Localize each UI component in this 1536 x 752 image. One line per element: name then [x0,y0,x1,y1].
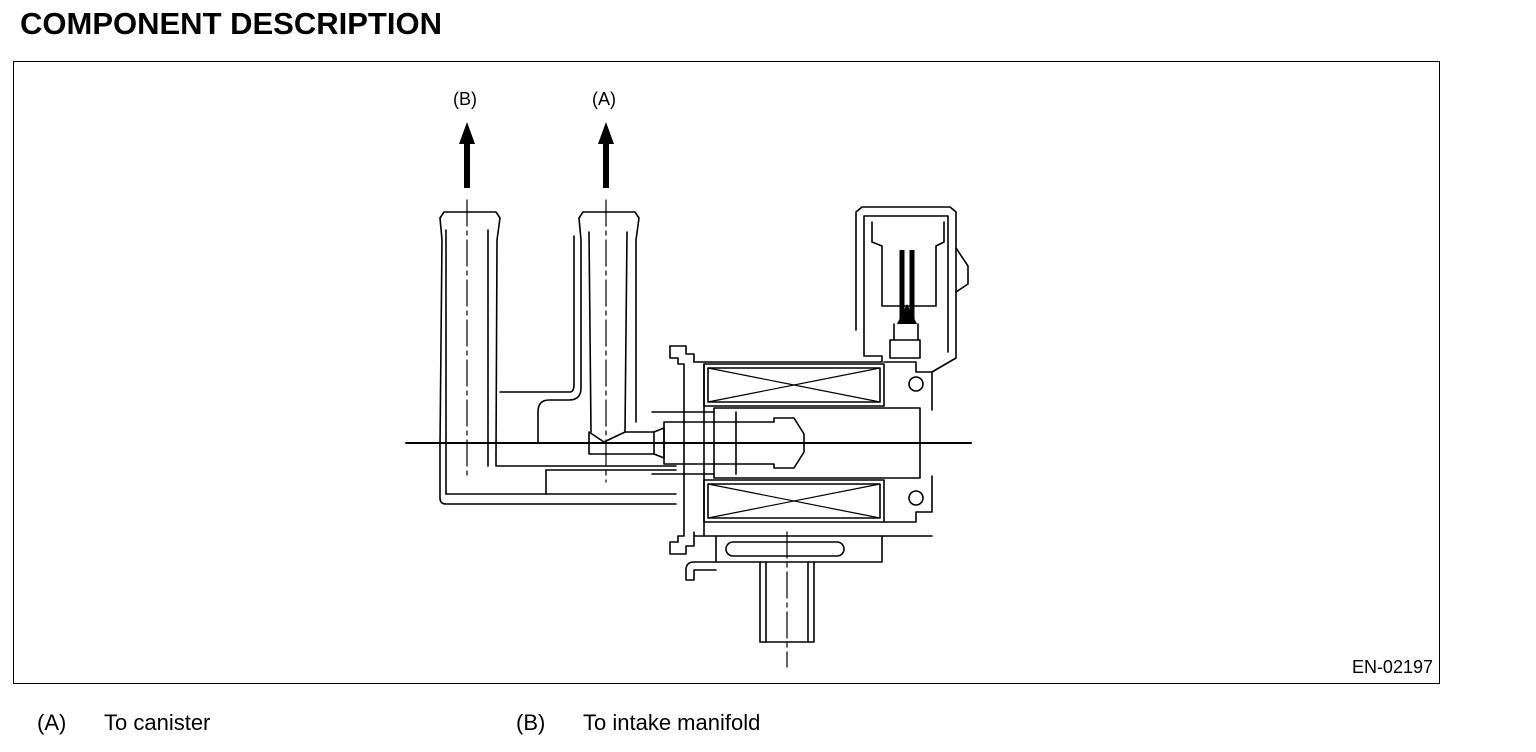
callout-label-b: (B) [453,89,477,109]
flow-arrow-b [459,122,475,188]
center-lines [466,199,788,668]
purge-solenoid-valve-diagram: (B) (A) [405,89,972,668]
legend-key: (A) [37,710,67,735]
flow-arrow-a [598,122,614,188]
callout-label-a: (A) [592,89,616,109]
valve-body [445,235,677,495]
legend-text: To intake manifold [583,710,761,735]
solenoid-housing [651,329,933,555]
port-b-nipple [439,211,677,505]
legend: (A) To canister (B) To intake manifold [0,710,1536,740]
figure-code: EN-02197 [1351,657,1433,677]
port-a-nipple [537,211,640,443]
legend-key: (B) [516,710,546,735]
electrical-connector [855,206,969,373]
legend-text: To canister [104,710,211,735]
page-title: COMPONENT DESCRIPTION [20,6,442,41]
figure-frame: (B) (A) [13,61,1440,684]
mounting-bracket [685,535,883,643]
